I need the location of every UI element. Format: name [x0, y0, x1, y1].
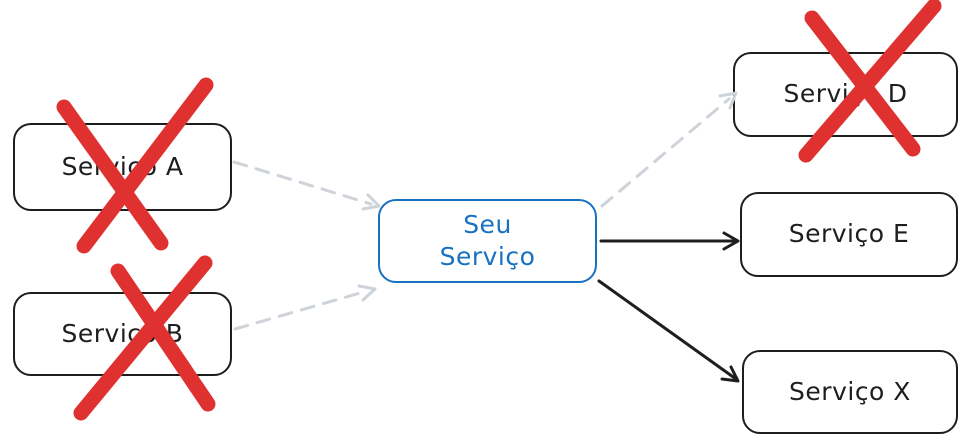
- edge-b-to-center: [233, 284, 377, 331]
- node-servico-b-label: Serviço B: [61, 318, 184, 348]
- edge-b-to-center-line: [233, 289, 369, 331]
- edge-center-to-d-line: [600, 97, 731, 208]
- node-servico-e: Serviço E: [740, 192, 958, 277]
- edge-a-to-center: [232, 160, 381, 211]
- node-servico-d: Serviço D: [733, 52, 958, 137]
- edge-center-to-x: [597, 279, 740, 383]
- edge-a-to-center-arrowhead-icon: [361, 193, 381, 211]
- node-servico-x: Serviço X: [742, 350, 958, 434]
- node-servico-e-label: Serviço E: [788, 219, 910, 249]
- edge-center-to-e: [599, 231, 740, 251]
- node-servico-d-label: Serviço D: [783, 79, 908, 109]
- node-seu-servico: Seu Serviço: [378, 199, 597, 283]
- node-servico-a: Serviço A: [13, 123, 232, 211]
- edge-center-to-x-arrowhead-icon: [720, 365, 740, 383]
- node-servico-a-label: Serviço A: [61, 151, 184, 181]
- edge-center-to-e-arrowhead-icon: [722, 231, 740, 251]
- edge-center-to-x-line: [597, 279, 738, 381]
- edge-a-to-center-line: [232, 160, 373, 206]
- node-servico-x-label: Serviço X: [789, 376, 911, 406]
- node-seu-servico-label-line1: Seu: [463, 209, 512, 239]
- edge-center-to-d: [600, 91, 738, 208]
- node-servico-b: Serviço B: [13, 292, 232, 376]
- node-seu-servico-label-line2: Serviço: [439, 242, 536, 271]
- edge-b-to-center-arrowhead-icon: [357, 284, 377, 302]
